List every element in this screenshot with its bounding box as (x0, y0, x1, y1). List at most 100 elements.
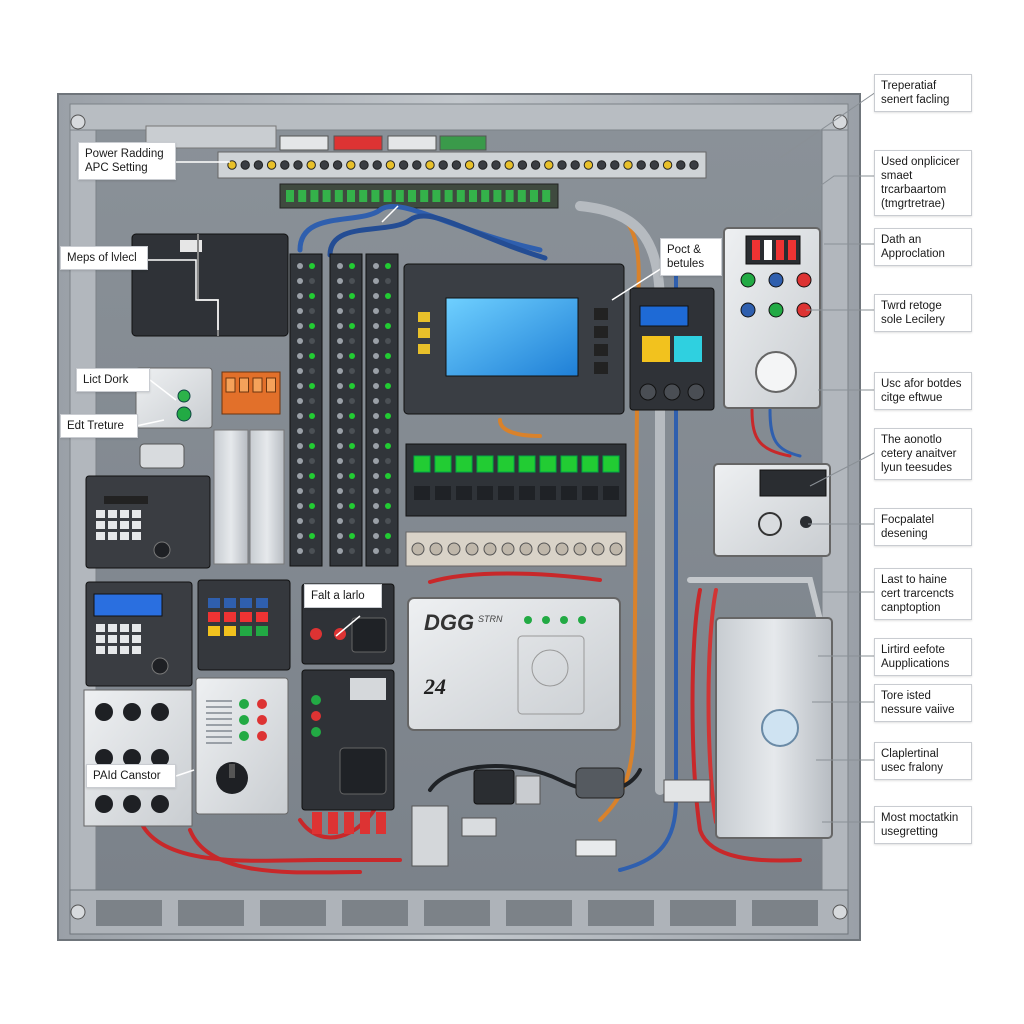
white-din-module-1 (213, 429, 249, 565)
keypad-key (120, 532, 129, 540)
terminal-screw-head (373, 323, 379, 329)
terminal-screw-head (337, 293, 343, 299)
callout-right-1: Treperatiaf senert facling (874, 74, 972, 112)
terminal-led (349, 458, 355, 464)
callout-edt-treture: Edt Treture (60, 414, 138, 438)
color-button-module (197, 579, 291, 671)
terminal-screw (240, 160, 250, 170)
io-led-3 (311, 727, 321, 737)
terminal-screw-head (373, 473, 379, 479)
io-socket (339, 747, 387, 795)
main-unit-led-4 (578, 616, 586, 624)
terminal-strip (217, 151, 707, 179)
terminal-screw-head (337, 548, 343, 554)
terminal-screw (346, 160, 356, 170)
socket-outlet (95, 749, 113, 767)
white-switch-module (195, 677, 289, 815)
keypad-display (104, 496, 148, 504)
color-key (240, 626, 252, 636)
terminal-screw-head (373, 353, 379, 359)
green-breakers (413, 455, 620, 500)
terminal-led (309, 353, 315, 359)
red-wire-right-1 (690, 588, 802, 863)
terminal-led (349, 398, 355, 404)
terminal-screw (583, 160, 594, 170)
main-unit-body (407, 597, 621, 731)
terminal-led (309, 428, 315, 434)
keypad-knob (153, 541, 171, 559)
ceramic-terminal (483, 542, 497, 556)
terminal-screw-head (373, 428, 379, 434)
terminal-led (349, 503, 355, 509)
terminal-led (385, 548, 391, 554)
keypad-keys (96, 510, 141, 540)
main-control-unit: DGG STRN 24 (407, 597, 621, 731)
vent-slot (260, 900, 326, 926)
terminal-screw (319, 160, 330, 170)
terminal-screw (385, 160, 396, 170)
keypad-key (132, 510, 141, 518)
vent-line (206, 706, 232, 708)
keypad-key (108, 521, 117, 529)
ceramic-terminal-row (405, 531, 627, 567)
terminal-screw (425, 160, 435, 170)
terminal-screw-head (337, 308, 343, 314)
green-terminal (505, 190, 514, 202)
terminal-screw (438, 160, 448, 170)
enclosure-label (180, 240, 202, 252)
pushbutton-blue (768, 272, 784, 288)
terminal-screw-head (373, 308, 379, 314)
hmi-right-button-3 (594, 344, 608, 356)
red-connector (360, 812, 370, 834)
callout-poct-betules: Poct & betules (660, 238, 722, 276)
terminal-screw (280, 160, 290, 170)
keypad-key (120, 510, 129, 518)
terminal-screw (306, 160, 316, 170)
vent-slot (670, 900, 736, 926)
socket-outlet (151, 749, 169, 767)
red-wire-center (428, 571, 602, 584)
terminal-screw-head (373, 368, 379, 374)
socket-outlet (123, 749, 141, 767)
socket-outlet (123, 795, 141, 813)
terminal-led (385, 263, 391, 269)
green-terminal (517, 190, 526, 202)
green-breaker (581, 455, 599, 473)
terminal-led (309, 503, 315, 509)
terminal-screw (332, 160, 343, 170)
green-terminal (432, 190, 441, 202)
terminal-led (309, 443, 315, 449)
orange-relay-slot (252, 377, 263, 393)
green-breaker (434, 455, 452, 473)
corner-screw-br (832, 904, 848, 920)
socket-outlet (95, 795, 113, 813)
ceramic-terminal (465, 542, 479, 556)
switch-module-led-5 (239, 731, 249, 741)
top-connector-1 (279, 135, 329, 151)
fuse-1 (752, 240, 760, 260)
terminal-led (349, 518, 355, 524)
terminal-screw (412, 160, 422, 170)
red-connectors (312, 812, 386, 834)
blue-wire-vertical (618, 238, 678, 872)
vent-line (206, 700, 232, 702)
terminal-column-1 (289, 253, 323, 567)
terminal-led (349, 293, 355, 299)
breaker-housing (405, 443, 627, 517)
color-key (240, 612, 252, 622)
lcd-key (96, 646, 105, 654)
terminal-led (309, 533, 315, 539)
terminal-screw (293, 160, 303, 170)
vent-line (206, 736, 232, 738)
callout-meps-of-lvlecl: Meps of lvlecl (60, 246, 148, 270)
lcd-knob (151, 657, 169, 675)
terminal-leds (297, 263, 391, 554)
green-terminal (310, 190, 319, 202)
green-terminal (408, 190, 416, 202)
main-unit-led-1 (524, 616, 532, 624)
color-key (208, 626, 220, 636)
socket-outlets (95, 703, 169, 813)
terminal-screw (398, 160, 409, 170)
keypad-key (120, 521, 129, 529)
terminal-led (385, 428, 391, 434)
